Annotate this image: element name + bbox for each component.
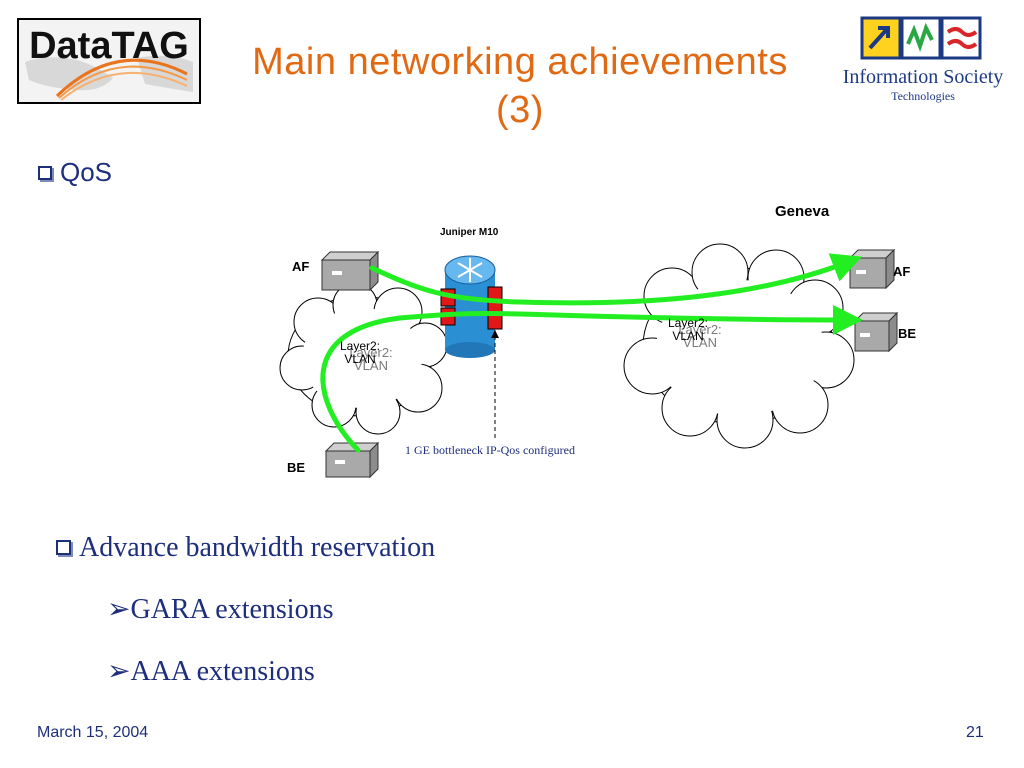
bullet-bandwidth: Advance bandwidth reservation [56,532,435,564]
arrow-bullet-icon: ➢ [107,656,131,687]
cloud-right-ghost-label: Layer2:VLAN [678,322,722,350]
right-be-label: BE [898,326,917,341]
cloud-left-label: Layer2:VLAN [339,339,381,366]
cloud-right [623,243,855,449]
sub-bullet-aaa-label: AAA extensions [130,656,315,687]
bullet-qos-label: QoS [60,157,113,187]
flow-af [369,253,862,306]
title-line-1: Main networking achievements [252,41,788,83]
footer-page-number: 21 [966,724,984,741]
left-af-label: AF [292,259,310,274]
router-label: Juniper M10 [440,227,499,238]
sub-bullet-gara-label: GARA extensions [130,594,334,625]
arrow-bullet-icon: ➢ [107,594,131,625]
cloud-right-label: Layer2:VLAN [667,316,709,343]
right-af-label: AF [893,264,911,279]
title-line-2: (3) [496,89,544,131]
cloud-left-ghost-label: Layer2:VLAN [349,345,393,373]
router-icon [444,255,496,358]
flow-be [320,304,863,453]
bullet-qos: QoS [38,157,112,188]
bottleneck-label: 1 GE bottleneck IP-Qos configured [405,443,575,457]
footer-date: March 15, 2004 [37,724,149,741]
server-left-af [320,250,380,292]
left-be-label: BE [287,460,306,475]
bullet-bandwidth-label: Advance bandwidth reservation [79,532,436,563]
server-left-be [324,441,380,479]
datatag-logo-text: DataTAG [29,25,189,67]
datatag-logo: DataTAG [17,18,201,104]
server-right-af [848,248,896,290]
site-label: Geneva [775,203,830,220]
ist-logo: Information Society Technologies [838,14,1008,106]
checkbox-bullet-icon [38,166,52,180]
server-right-be [853,311,899,353]
ist-logo-line-2: Technologies [891,89,955,103]
ist-logo-line-1: Information Society [842,66,1004,88]
slide-title: Main networking achievements (3) [195,38,845,134]
sub-bullet-gara: ➢GARA extensions [107,592,333,626]
sub-bullet-aaa: ➢AAA extensions [107,654,315,688]
bottleneck-pointer [491,330,499,438]
checkbox-bullet-icon [56,540,71,555]
